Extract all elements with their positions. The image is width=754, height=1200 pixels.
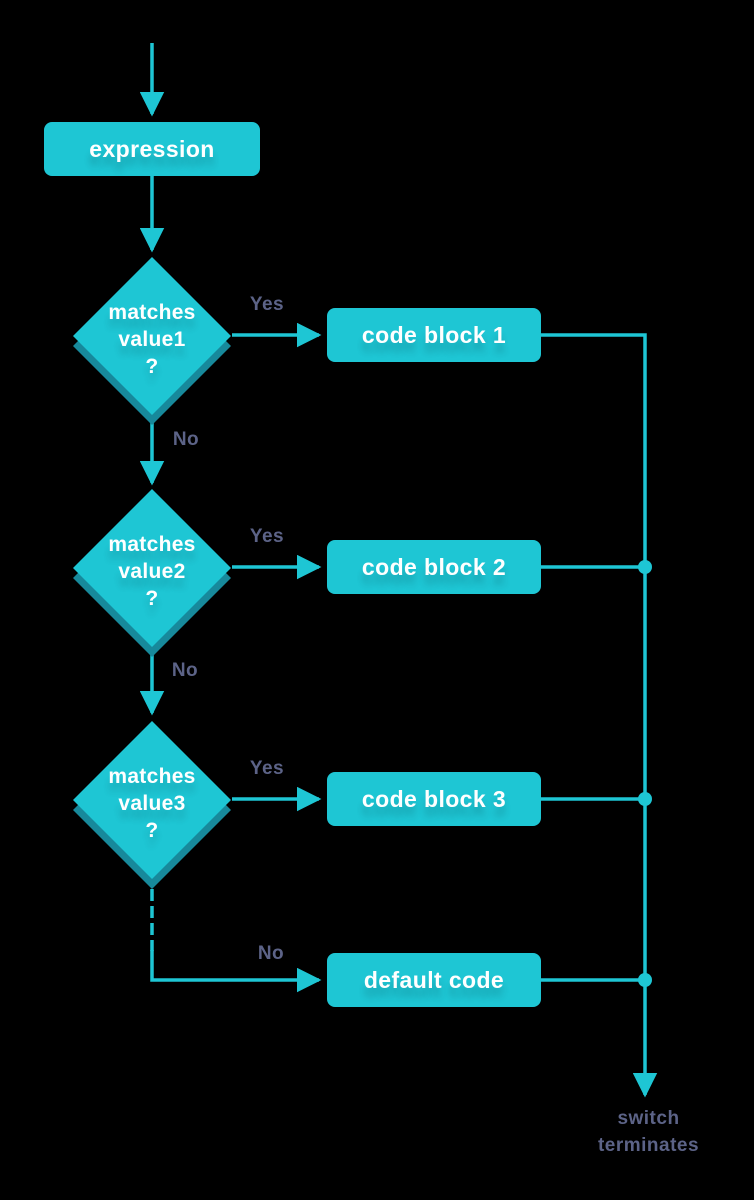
- label-terminator: switch terminates: [597, 1108, 700, 1156]
- junction-dot-codeblock2: [638, 560, 652, 574]
- decision3-shape: [73, 721, 231, 879]
- edge-decision3-no-to-default: [150, 950, 322, 993]
- node-code-block-3: code block 3: [327, 772, 541, 826]
- label-yes-3: Yes: [249, 758, 285, 779]
- label-yes-1: Yes: [249, 294, 285, 315]
- decision2-label: matches value2 ?: [108, 532, 196, 610]
- decision1-label: matches value1 ?: [108, 300, 196, 378]
- node-code-block-2: code block 2: [327, 540, 541, 594]
- label-no-3: No: [257, 943, 285, 964]
- junction-dot-codeblock3: [638, 792, 652, 806]
- decision3-label: matches value3 ?: [108, 764, 196, 842]
- node-default-code: default code: [327, 953, 541, 1007]
- label-yes-2: Yes: [249, 526, 285, 547]
- node-code-block-1: code block 1: [327, 308, 541, 362]
- decision1-shape: [73, 257, 231, 415]
- edge-codeblock1-to-terminate-rail: [541, 333, 658, 1098]
- decision2-shape: [73, 489, 231, 647]
- label-no-2: No: [171, 660, 199, 681]
- junction-dot-default: [638, 973, 652, 987]
- label-no-1: No: [172, 429, 200, 450]
- node-expression: expression: [44, 122, 260, 176]
